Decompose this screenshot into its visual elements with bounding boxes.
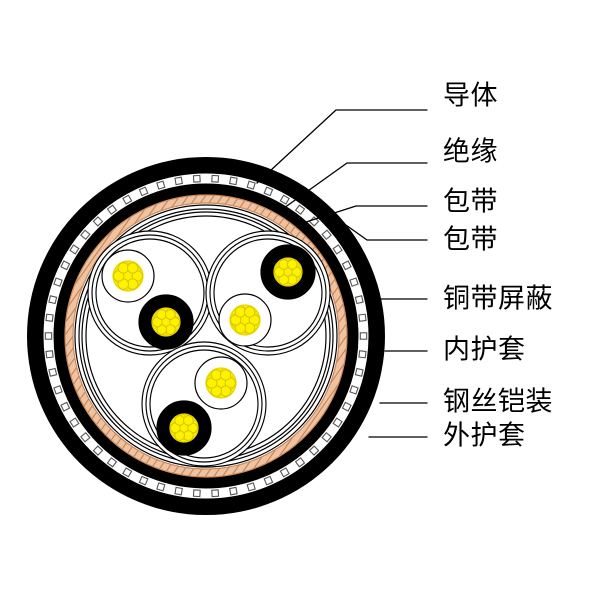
- conductor-strand: [210, 369, 223, 381]
- pair-group-stack: [87, 230, 331, 467]
- conductor-strand: [183, 415, 194, 426]
- label-wire-armor: 钢丝铠装: [443, 387, 553, 418]
- conductor-strand: [219, 369, 232, 381]
- label-insulation: 绝缘: [443, 137, 498, 168]
- pair-group-pair-upper-left: [87, 230, 213, 356]
- leader-line-tape-inner: [305, 205, 428, 223]
- label-conductor: 导体: [443, 81, 498, 112]
- label-inner-sheath: 内护套: [443, 335, 526, 366]
- conductor-strand: [165, 309, 176, 320]
- conductor-strand: [219, 385, 232, 397]
- conductor-strand: [126, 262, 139, 274]
- conductor-assembly-core-white: [194, 356, 248, 410]
- conductor-assembly-core-black: [260, 244, 316, 300]
- layer-tape-outer-edge-outer: [74, 204, 338, 468]
- leader-line-copper-shield: [351, 251, 428, 300]
- copper-shield-outer-edge: [64, 194, 348, 478]
- leader-line-conductor: [256, 109, 428, 184]
- leader-line-stack: [256, 109, 428, 438]
- conductor-strand: [117, 262, 130, 274]
- conductor-assembly-core-white: [101, 249, 155, 303]
- leader-line-insulation: [283, 162, 428, 209]
- label-tape-outer: 包带: [443, 225, 498, 256]
- leader-line-tape-outer: [328, 212, 428, 241]
- conductor-strand: [126, 278, 139, 290]
- label-copper-shield: 铜带屏蔽: [443, 284, 553, 315]
- conductor-assembly-core-black: [156, 400, 212, 456]
- pair-group-pair-bottom: [141, 341, 267, 467]
- label-tape-inner: 包带: [443, 187, 498, 218]
- armor-wire-texture: [44, 174, 368, 498]
- conductor-strand: [243, 306, 256, 318]
- pair-group-pair-upper-right: [205, 230, 331, 356]
- conductor-strand: [243, 322, 256, 334]
- copper-shield-inner-edge: [72, 202, 340, 470]
- label-outer-sheath: 外护套: [443, 421, 526, 452]
- conductor-assembly-core-white: [218, 293, 272, 347]
- conductor-strand: [287, 259, 298, 270]
- conductor-assembly-core-black: [138, 294, 194, 350]
- conductor-strand: [234, 306, 247, 318]
